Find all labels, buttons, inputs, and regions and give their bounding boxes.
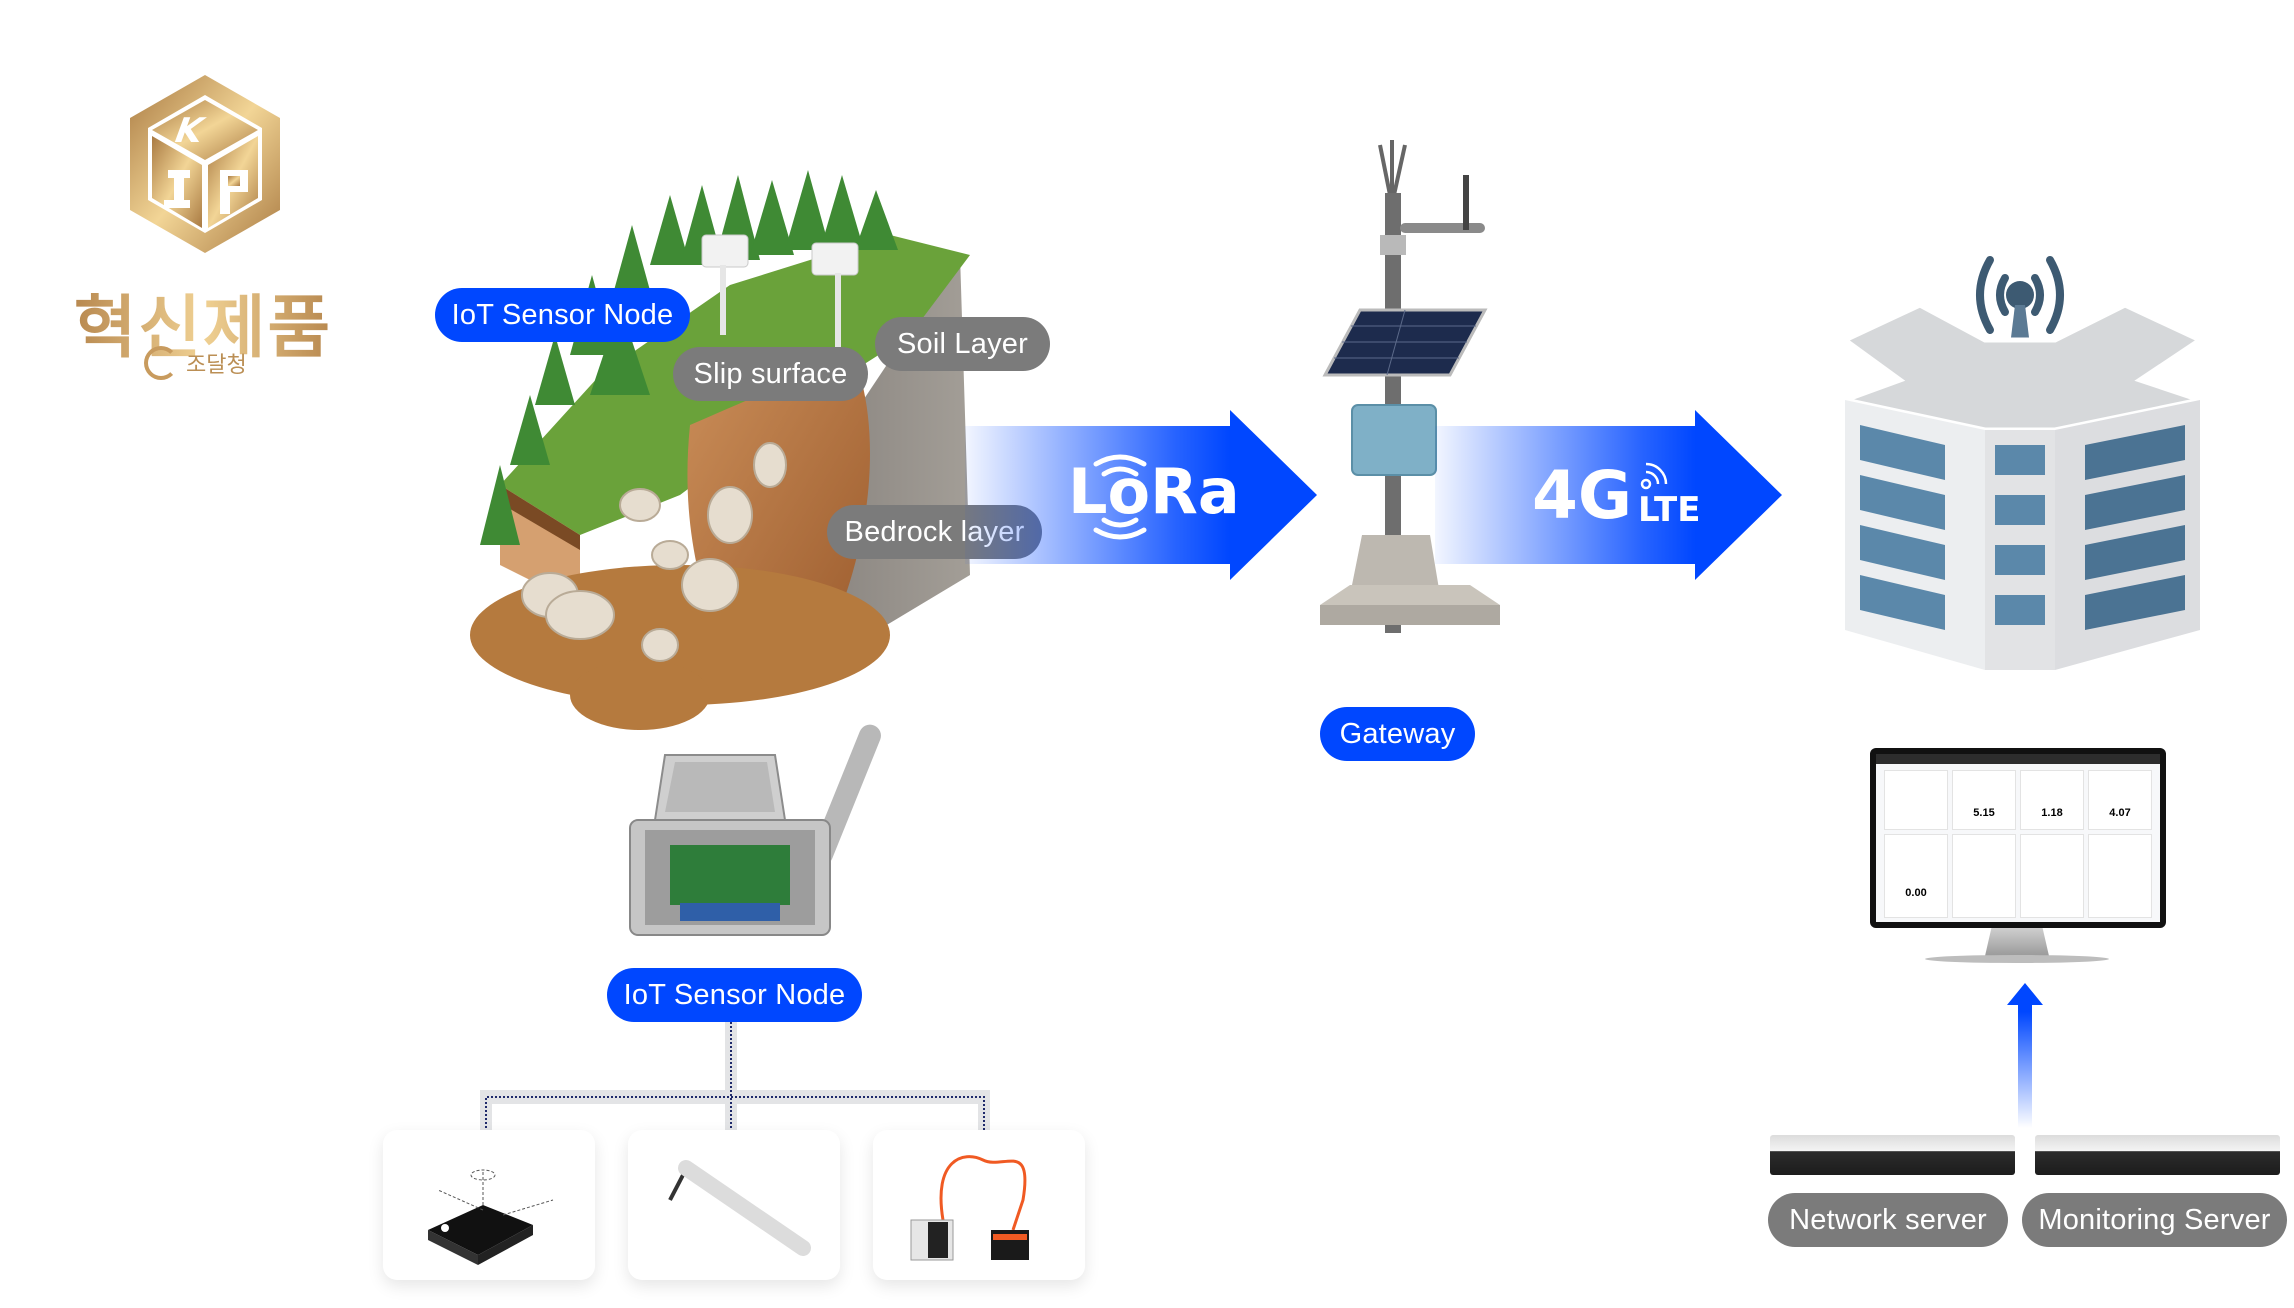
uplink-arrow-icon — [2007, 983, 2043, 1128]
dashboard-top-nav — [1876, 754, 2160, 764]
monitoring-dashboard-screen: 5.15 1.18 4.07 0.00 — [1876, 754, 2160, 922]
slope-sensor-node-2 — [811, 242, 859, 353]
dashboard-gauge: 1.18 — [2020, 770, 2084, 830]
logo-subtitle: 조달청 — [144, 346, 247, 380]
logo-subtitle-text: 조달청 — [186, 353, 247, 378]
gyro-sensor-icon — [428, 1169, 554, 1265]
radio-waves-icon — [1093, 454, 1147, 540]
monitor: 5.15 1.18 4.07 0.00 — [1870, 748, 2166, 928]
monitor-base — [1925, 955, 2109, 963]
landslide-illustration — [470, 170, 970, 730]
sensor-node-enclosure — [629, 724, 881, 936]
dashboard-thermometer — [1952, 834, 2016, 918]
label-iot-sensor-node-top: IoT Sensor Node — [435, 288, 690, 342]
topsoil-band — [500, 485, 580, 550]
lora-arrow — [965, 410, 1317, 580]
lora-label: LoRa — [1068, 455, 1240, 528]
gateway-tower — [1320, 140, 1500, 633]
lte-label-sub: LTE — [1638, 490, 1701, 530]
control-box — [1351, 404, 1437, 476]
fiber-optic-sensor-icon — [910, 1155, 1029, 1261]
windows-left — [1860, 425, 1945, 630]
broadcast-waves — [1976, 256, 2064, 334]
pcb-board — [670, 845, 790, 905]
label-soil-layer: Soil Layer — [875, 317, 1050, 371]
battery — [680, 903, 780, 921]
label-gateway: Gateway — [1320, 707, 1475, 761]
network-server-icon — [1770, 1135, 2015, 1175]
solar-panel-icon — [1322, 308, 1488, 377]
sensor-card-fiber — [873, 1130, 1085, 1280]
lte-label-main: 4G — [1532, 457, 1633, 534]
monitor-stand — [1985, 928, 2049, 956]
dashboard-gauge: 0.00 — [1884, 834, 1948, 918]
rod-antenna-icon — [668, 1160, 811, 1256]
dashboard-gauge: 4.07 — [2088, 770, 2152, 830]
dashboard-table-panel — [1884, 770, 1948, 830]
lte-arrow — [1435, 410, 1782, 580]
label-slip-surface: Slip surface — [673, 347, 868, 401]
government-seal-icon — [144, 346, 178, 380]
sensor-connector-tree — [480, 1022, 990, 1132]
monitoring-server-icon — [2035, 1135, 2280, 1175]
dashboard-gauge: 5.15 — [1952, 770, 2016, 830]
label-iot-sensor-node-bottom: IoT Sensor Node — [607, 968, 862, 1022]
sensor-card-antenna — [628, 1130, 840, 1280]
label-network-server: Network server — [1768, 1193, 2008, 1247]
kip-emblem-icon: K — [130, 75, 280, 253]
debris-pile-lower — [570, 660, 710, 730]
logo-title: 혁신제품 — [68, 272, 338, 371]
sensor-card-gyro — [383, 1130, 595, 1280]
antenna-icon — [1463, 175, 1469, 230]
windows-center — [1995, 445, 2045, 625]
building-antenna-icon — [1835, 256, 2205, 670]
concrete-base — [1350, 535, 1440, 595]
windows-right — [2085, 425, 2185, 630]
dashboard-thermometer — [2020, 834, 2084, 918]
boulders — [521, 442, 787, 662]
slope-sensor-node-1 — [701, 234, 749, 335]
signal-icon — [1640, 462, 1668, 490]
dashboard-thermometer — [2088, 834, 2152, 918]
label-monitoring-server: Monitoring Server — [2022, 1193, 2287, 1247]
